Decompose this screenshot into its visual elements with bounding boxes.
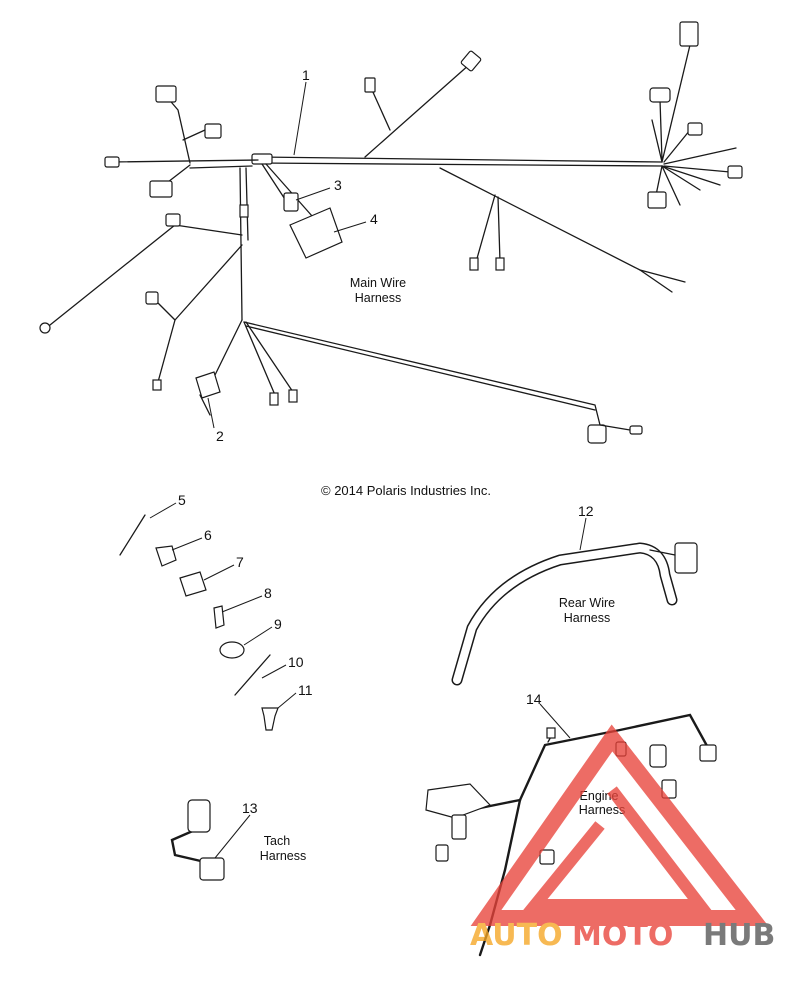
tach-harness-label-line1: Tach bbox=[264, 834, 290, 848]
watermark-hub: HUB bbox=[703, 918, 775, 953]
part-10-tie bbox=[234, 654, 271, 696]
rear-harness-label-line2: Harness bbox=[564, 611, 611, 625]
callout-12: 12 bbox=[578, 503, 594, 519]
tach-harness-label-line2: Harness bbox=[260, 849, 307, 863]
callout-3: 3 bbox=[334, 177, 342, 193]
callout-7: 7 bbox=[236, 554, 244, 570]
callout-4: 4 bbox=[370, 211, 378, 227]
callout-13: 13 bbox=[242, 800, 258, 816]
callout-5: 5 bbox=[178, 492, 186, 508]
callout-2: 2 bbox=[216, 428, 224, 444]
part-9-strap bbox=[219, 641, 245, 659]
callout-11: 11 bbox=[298, 682, 313, 698]
part-11-pushpin bbox=[261, 707, 279, 731]
callout-10: 10 bbox=[288, 654, 304, 670]
callout-9: 9 bbox=[274, 616, 282, 632]
watermark-auto: AUTO bbox=[470, 918, 563, 953]
watermark-moto: MOTO bbox=[572, 918, 673, 953]
automotohub-watermark-logo: AUTO MOTO HUB bbox=[470, 724, 775, 953]
callout-leaders bbox=[149, 81, 587, 859]
part-5-tie bbox=[119, 514, 146, 556]
callout-14: 14 bbox=[526, 691, 542, 707]
copyright-notice: © 2014 Polaris Industries Inc. bbox=[321, 483, 491, 498]
callout-8: 8 bbox=[264, 585, 272, 601]
rear-harness-label-line1: Rear Wire bbox=[559, 596, 615, 610]
callout-1: 1 bbox=[302, 67, 310, 83]
callout-6: 6 bbox=[204, 527, 212, 543]
engine-harness bbox=[425, 713, 717, 957]
tach-harness bbox=[170, 799, 225, 881]
rear-wire-harness bbox=[451, 542, 698, 686]
small-parts bbox=[119, 514, 279, 731]
main-harness-label-line2: Harness bbox=[355, 291, 402, 305]
callout-numbers: 1 2 3 4 5 6 7 8 9 10 11 12 13 14 bbox=[178, 67, 594, 816]
main-harness-label-line1: Main Wire bbox=[350, 276, 406, 290]
part-6-clip bbox=[155, 545, 177, 567]
main-wire-harness bbox=[39, 21, 743, 444]
part-8-clip bbox=[213, 605, 225, 629]
part-7-grommet bbox=[179, 571, 207, 597]
engine-harness-label-line2: Harness bbox=[579, 803, 626, 817]
harness-labels: Main Wire Harness Rear Wire Harness Engi… bbox=[260, 276, 626, 863]
